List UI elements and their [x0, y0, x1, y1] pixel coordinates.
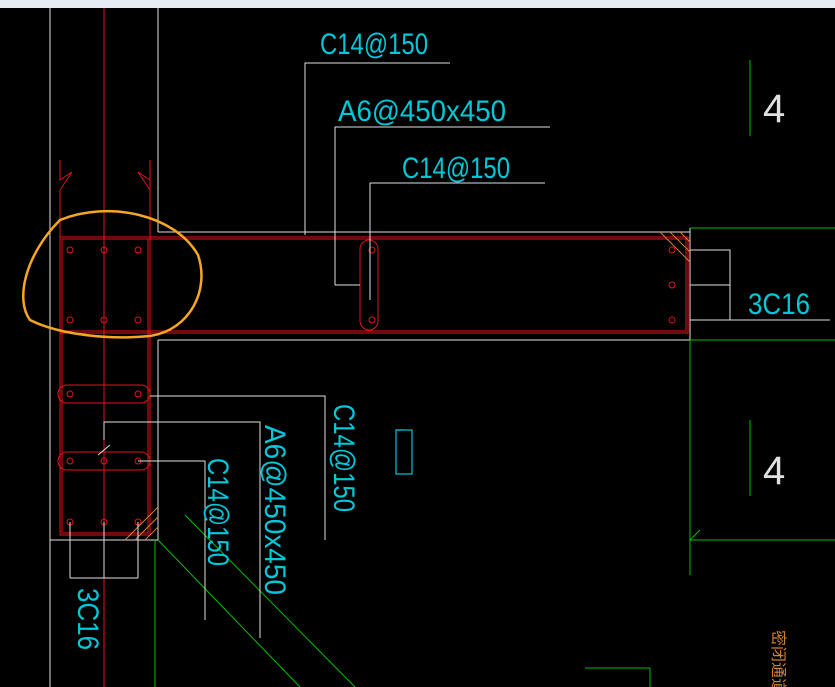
- axis-label-top: 4: [763, 87, 785, 131]
- axis-label-bottom: 4: [763, 449, 785, 493]
- rebar-frames: [57, 160, 689, 536]
- ellipse-highlight-icon: [22, 209, 203, 339]
- label-wall-outer-bar: C14@150: [327, 404, 360, 512]
- right-edge-note: 密闭通道: [769, 630, 787, 687]
- outlet-box-icon: [395, 429, 413, 475]
- label-beam-ties: A6@450x450: [338, 95, 506, 128]
- label-wall-end-bars: 3C16: [71, 588, 104, 650]
- label-wall-ties: A6@450x450: [258, 425, 291, 595]
- top-edge-strip: [0, 0, 835, 8]
- leader-lines: [69, 62, 830, 638]
- label-beam-top-bar: C14@150: [320, 28, 428, 61]
- green-lines: [154, 60, 835, 687]
- label-beam-mid-bar: C14@150: [402, 152, 510, 185]
- label-beam-end-bars: 3C16: [748, 288, 810, 321]
- hatch-corners: [124, 231, 691, 541]
- label-wall-inner-bar: C14@150: [201, 458, 234, 566]
